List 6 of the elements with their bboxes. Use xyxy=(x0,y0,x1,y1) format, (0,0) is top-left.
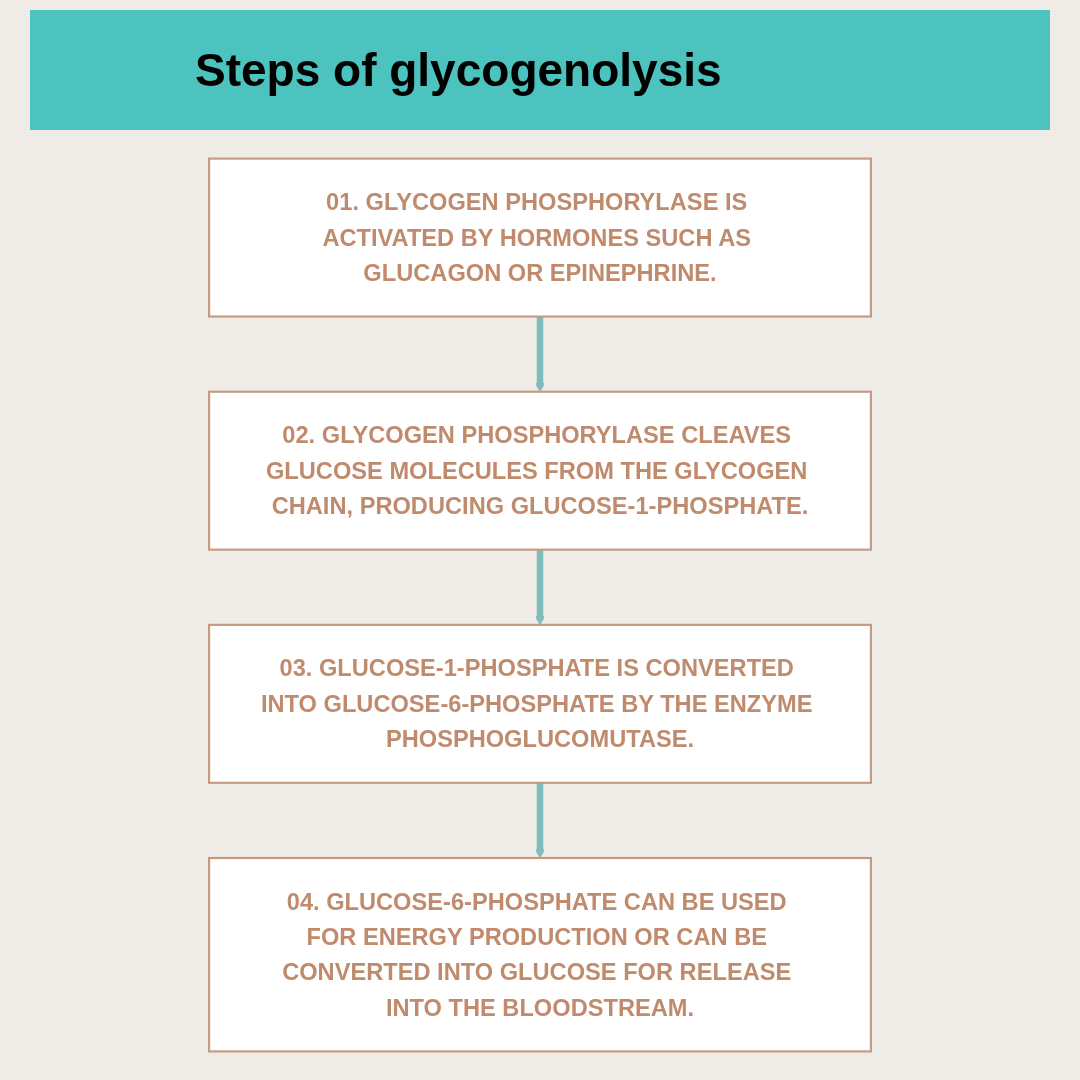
node-box: 03. GLUCOSE-1-PHOSPHATE IS CONVERTED INTO GLUCOSE-6-PHOSPHATE BY THE ENZYME PHOSPHOGLUCOMUTASE. xyxy=(208,623,872,784)
node-box: 01. GLYCOGEN PHOSPHORYLASE IS ACTIVATED BY HORMONES SUCH AS GLUCAGON OR EPINEPHRINE. xyxy=(208,157,872,318)
node-box: 04. GLUCOSE-6-PHOSPHATE CAN BE USED FOR ENERGY PRODUCTION OR CAN BE CONVERTED INTO GLUCOSE FOR RELEASE INTO THE BLOODSTREAM. xyxy=(208,856,872,1053)
title-banner: Steps of glycogenolysis xyxy=(30,10,1050,130)
node-box: 02. GLYCOGEN PHOSPHORYLASE CLEAVES GLUCOSE MOLECULES FROM THE GLYCOGEN CHAIN, PRODUCING GLUCOSE-1-PHOSPHATE. xyxy=(208,390,872,551)
arrow xyxy=(535,782,545,859)
